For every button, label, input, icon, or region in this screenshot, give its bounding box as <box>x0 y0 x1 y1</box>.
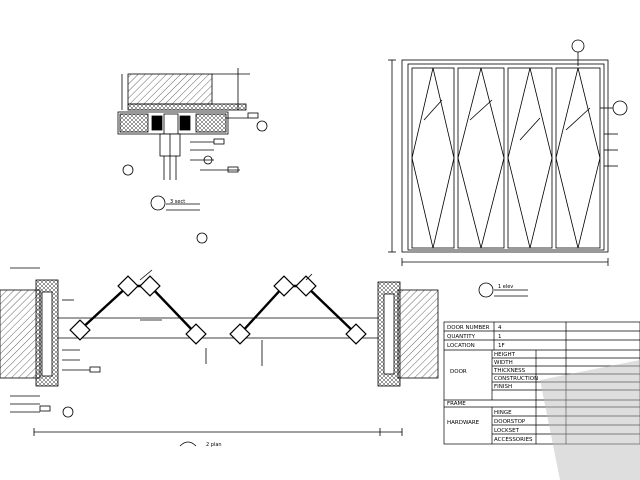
section-detail <box>117 68 268 244</box>
door-plan <box>0 267 439 447</box>
doorstop-label: DOORSTOP <box>494 419 526 425</box>
width-label: WIDTH <box>494 360 513 366</box>
door-number-label: DOOR NUMBER <box>447 325 490 331</box>
height-label: HEIGHT <box>494 352 516 358</box>
lockset-label: LOCKSET <box>494 428 520 434</box>
watermark-shape <box>540 360 640 480</box>
frame-label: FRAME <box>447 401 466 407</box>
location-label: LOCATION <box>447 343 475 349</box>
door-label: DOOR <box>450 369 467 375</box>
door-schedule-text: DOOR NUMBER 4 QUANTITY 1 LOCATION 1F DOO… <box>447 325 538 443</box>
hardware-label: HARDWARE <box>447 420 480 426</box>
finish-label: FINISH <box>494 384 512 390</box>
elevation-caption: 1 elev <box>498 284 513 290</box>
construction-label: CONSTRUCTION <box>494 376 538 382</box>
thickness-label: THICKNESS <box>493 368 526 374</box>
door-elevation <box>388 39 628 298</box>
location-value: 1F <box>498 343 505 349</box>
quantity-label: QUANTITY <box>447 334 476 340</box>
accessories-label: ACCESSORIES <box>494 437 533 443</box>
quantity-value: 1 <box>498 334 502 340</box>
section-caption: 3 sect <box>170 199 185 205</box>
hinge-label: HINGE <box>494 410 512 416</box>
plan-caption: 2 plan <box>206 442 222 448</box>
door-number-value: 4 <box>498 325 502 331</box>
